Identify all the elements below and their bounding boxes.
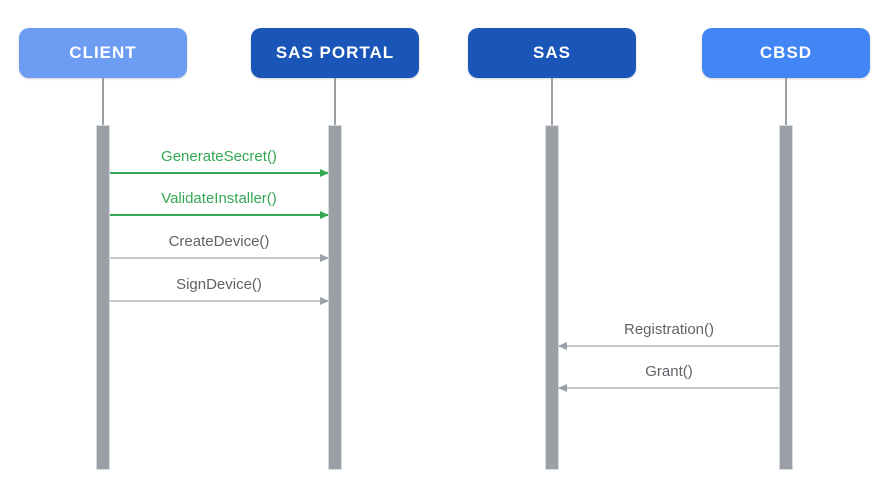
message-registration: Registration() [558, 320, 779, 350]
message-line [559, 345, 779, 347]
actor-label-client: CLIENT [69, 43, 137, 62]
actor-box-client: CLIENT [19, 28, 187, 78]
message-signdevice: SignDevice() [110, 275, 329, 305]
message-validateinstaller: ValidateInstaller() [110, 189, 329, 219]
lifeline-sas [551, 78, 553, 125]
arrow-left-icon [558, 384, 567, 392]
message-label: GenerateSecret() [161, 148, 277, 165]
message-line [559, 387, 779, 389]
lifeline-cbsd [785, 78, 787, 125]
actor-label-sas: SAS [533, 43, 571, 62]
lifeline-client [102, 78, 104, 125]
message-line [110, 300, 328, 302]
message-label: CreateDevice() [168, 233, 270, 250]
actor-box-cbsd: CBSD [702, 28, 870, 78]
arrow-right-icon [320, 254, 329, 262]
message-line [110, 257, 328, 259]
message-createdevice: CreateDevice() [110, 232, 329, 262]
message-label: ValidateInstaller() [161, 190, 277, 207]
activation-bar-sas-portal [328, 125, 342, 470]
activation-bar-client [96, 125, 110, 470]
message-label: Registration() [623, 321, 715, 338]
activation-bar-sas [545, 125, 559, 470]
activation-bar-cbsd [779, 125, 793, 470]
arrow-right-icon [320, 169, 329, 177]
message-line [110, 214, 328, 216]
arrow-left-icon [558, 342, 567, 350]
arrow-right-icon [320, 211, 329, 219]
actor-box-sas: SAS [468, 28, 636, 78]
actor-label-sas-portal: SAS PORTAL [275, 43, 395, 62]
message-grant: Grant() [558, 362, 779, 392]
message-generatesecret: GenerateSecret() [110, 147, 329, 177]
lifeline-sas-portal [334, 78, 336, 125]
message-label: Grant() [645, 363, 693, 380]
actor-box-sas-portal: SAS PORTAL [251, 28, 419, 78]
actor-label-cbsd: CBSD [759, 43, 813, 62]
message-label: SignDevice() [176, 276, 262, 293]
arrow-right-icon [320, 297, 329, 305]
message-line [110, 172, 328, 174]
